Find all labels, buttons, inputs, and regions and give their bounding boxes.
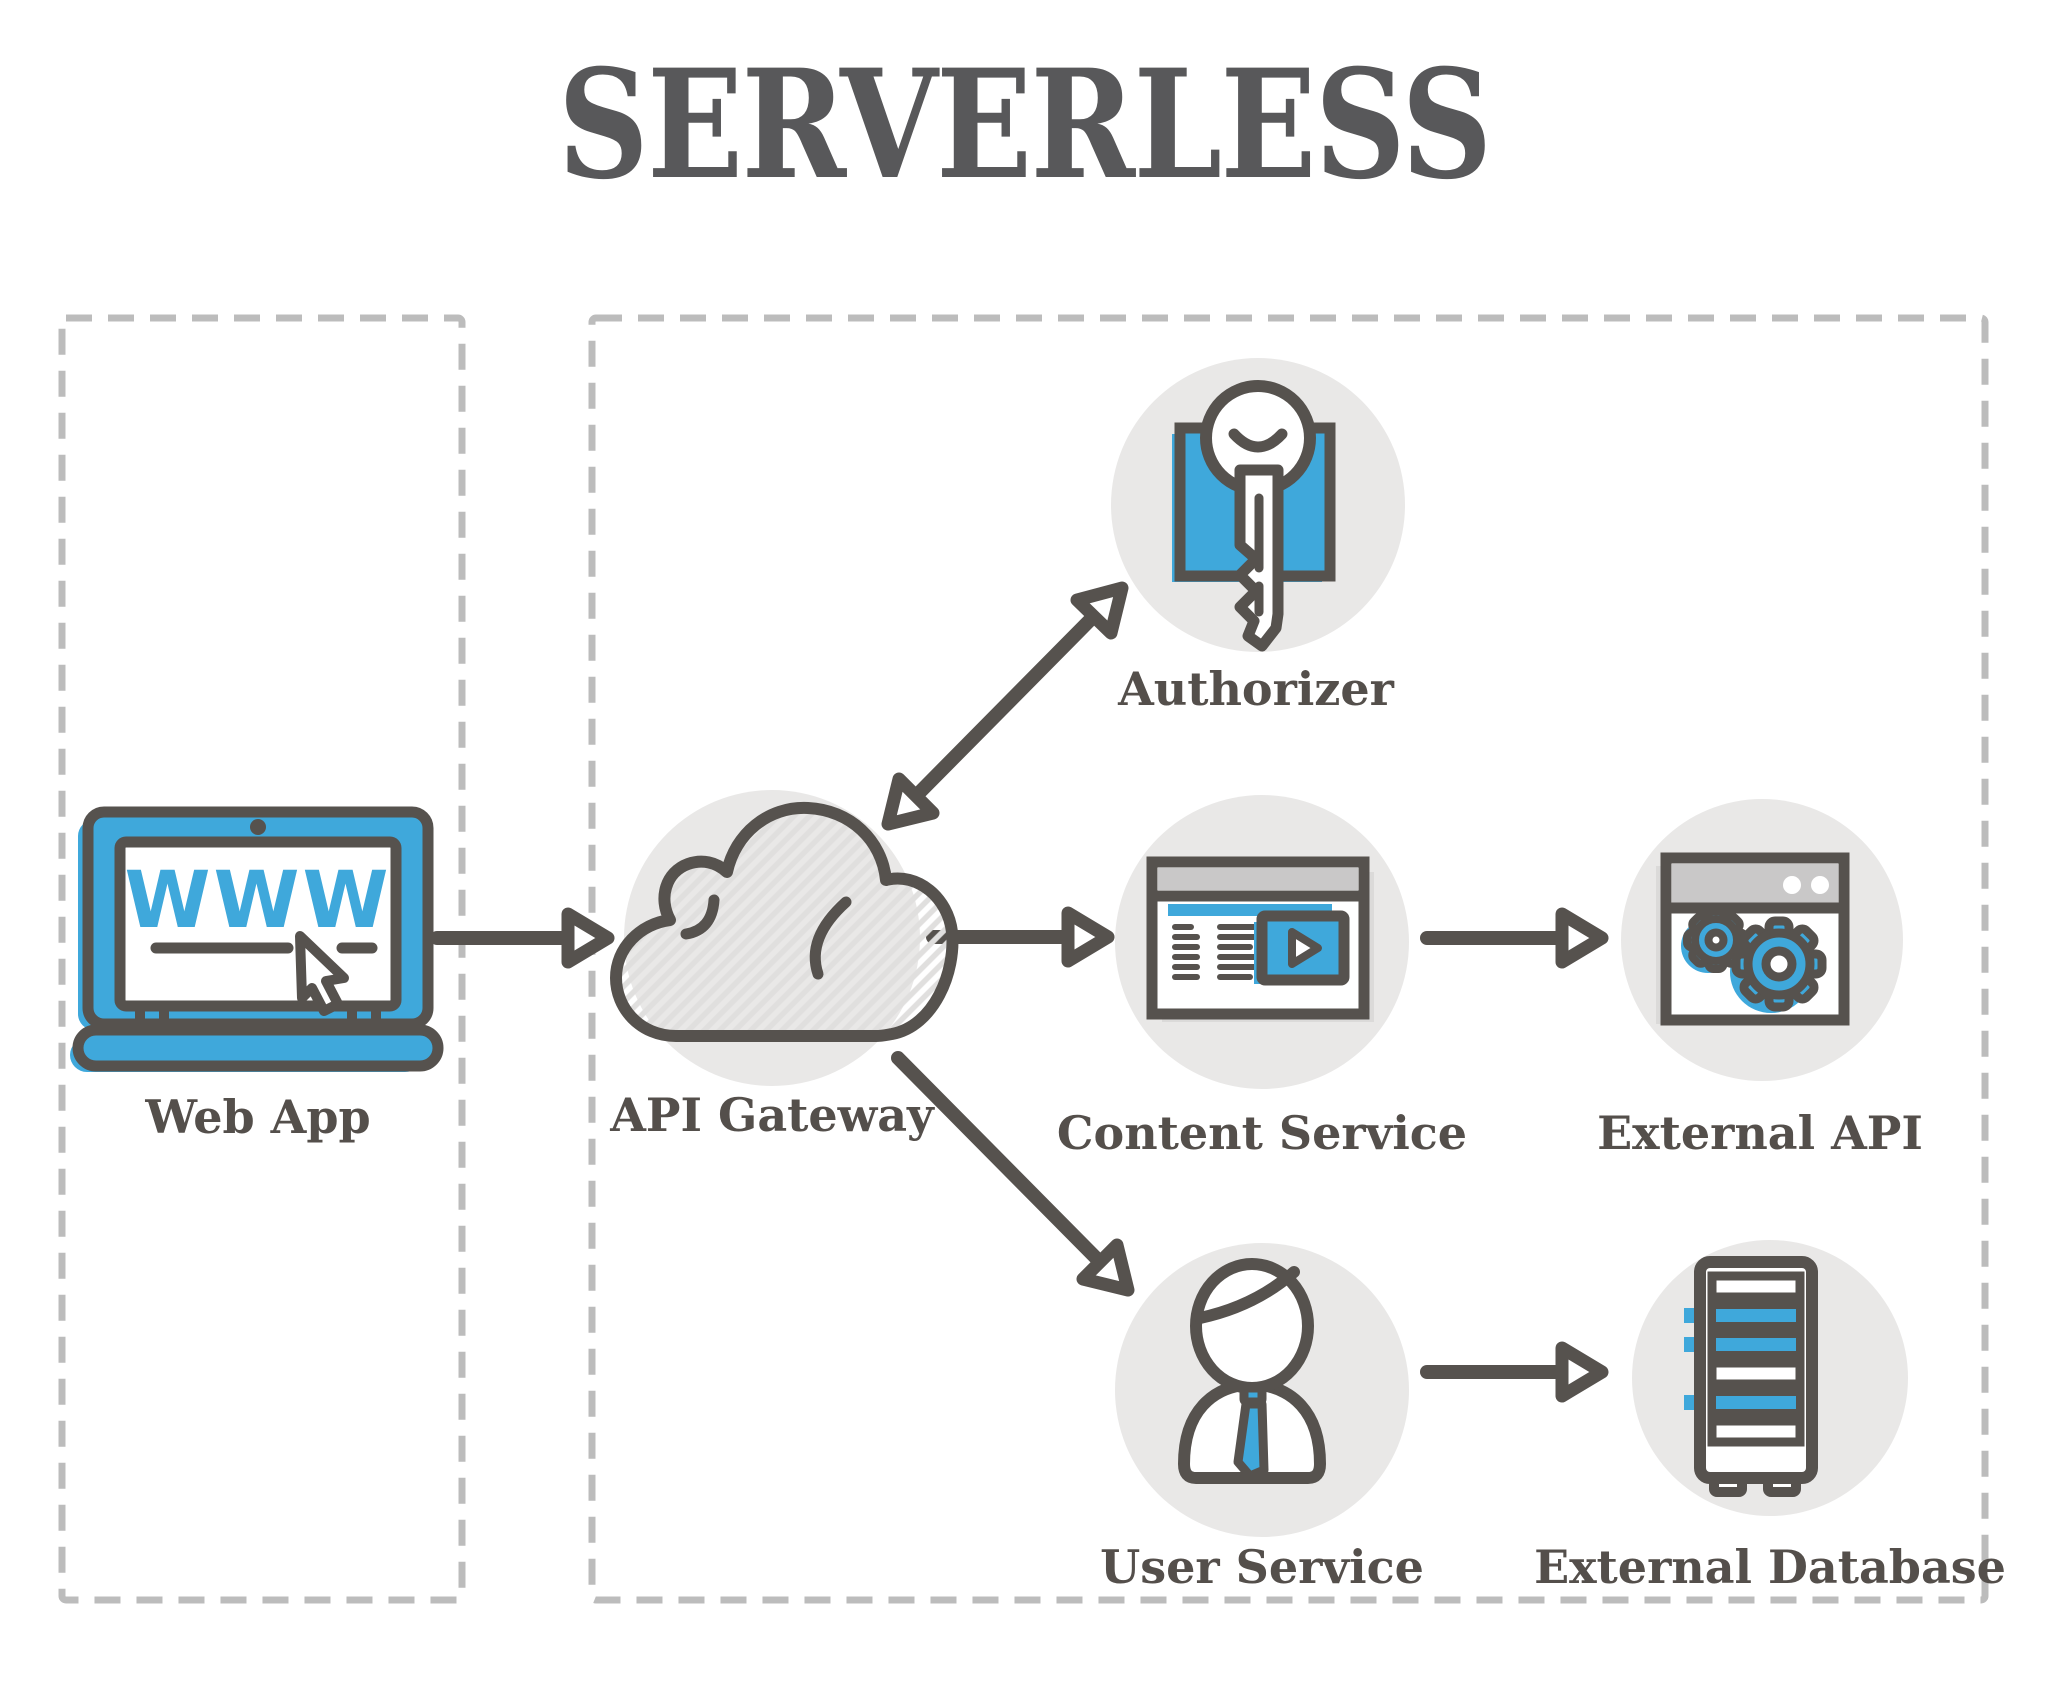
server-icon (1684, 1256, 1818, 1497)
server-slots (1707, 1271, 1805, 1447)
browser-video-icon (1146, 856, 1374, 1022)
node-label-authorizer: Authorizer (1118, 662, 1394, 716)
webcam-dot (250, 819, 266, 835)
large-gear (1731, 916, 1827, 1012)
arrow-content-to-externalapi (1420, 907, 1609, 969)
person-icon (1178, 1258, 1326, 1484)
cursor-icon (295, 931, 349, 1016)
key-icon (1172, 380, 1336, 652)
small-gear (1683, 907, 1749, 973)
browser-gears-icon (1656, 852, 1850, 1026)
arrow-gateway-to-content (926, 906, 1115, 968)
laptop-www-icon: WWW (70, 806, 444, 1072)
browser-text-lines (1172, 924, 1258, 980)
www-screen-text: WWW (124, 856, 391, 946)
cloud-icon (610, 801, 959, 1042)
node-label-content-service: Content Service (1056, 1106, 1468, 1160)
hair-line (1194, 1266, 1300, 1324)
tie (1233, 1399, 1269, 1481)
node-label-external-database: External Database (1534, 1540, 2006, 1594)
play-icon (1288, 928, 1322, 968)
page-title-text: SERVERLESS (557, 37, 1492, 213)
node-label-user-service: User Service (1100, 1540, 1424, 1594)
node-label-external-api: External API (1597, 1106, 1923, 1160)
node-label-web-app: Web App (145, 1090, 371, 1144)
web-app-zone-border (58, 314, 466, 1604)
arrow-webapp-to-gateway (430, 907, 615, 969)
serverless-zone-border (588, 314, 1989, 1604)
arrow-user-to-database (1420, 1341, 1609, 1403)
page-title: SERVERLESS (0, 50, 2048, 200)
arrow-gateway-authorizer-two-way (881, 581, 1129, 831)
arrow-gateway-to-user (891, 1051, 1135, 1297)
node-label-api-gateway: API Gateway (610, 1088, 934, 1142)
